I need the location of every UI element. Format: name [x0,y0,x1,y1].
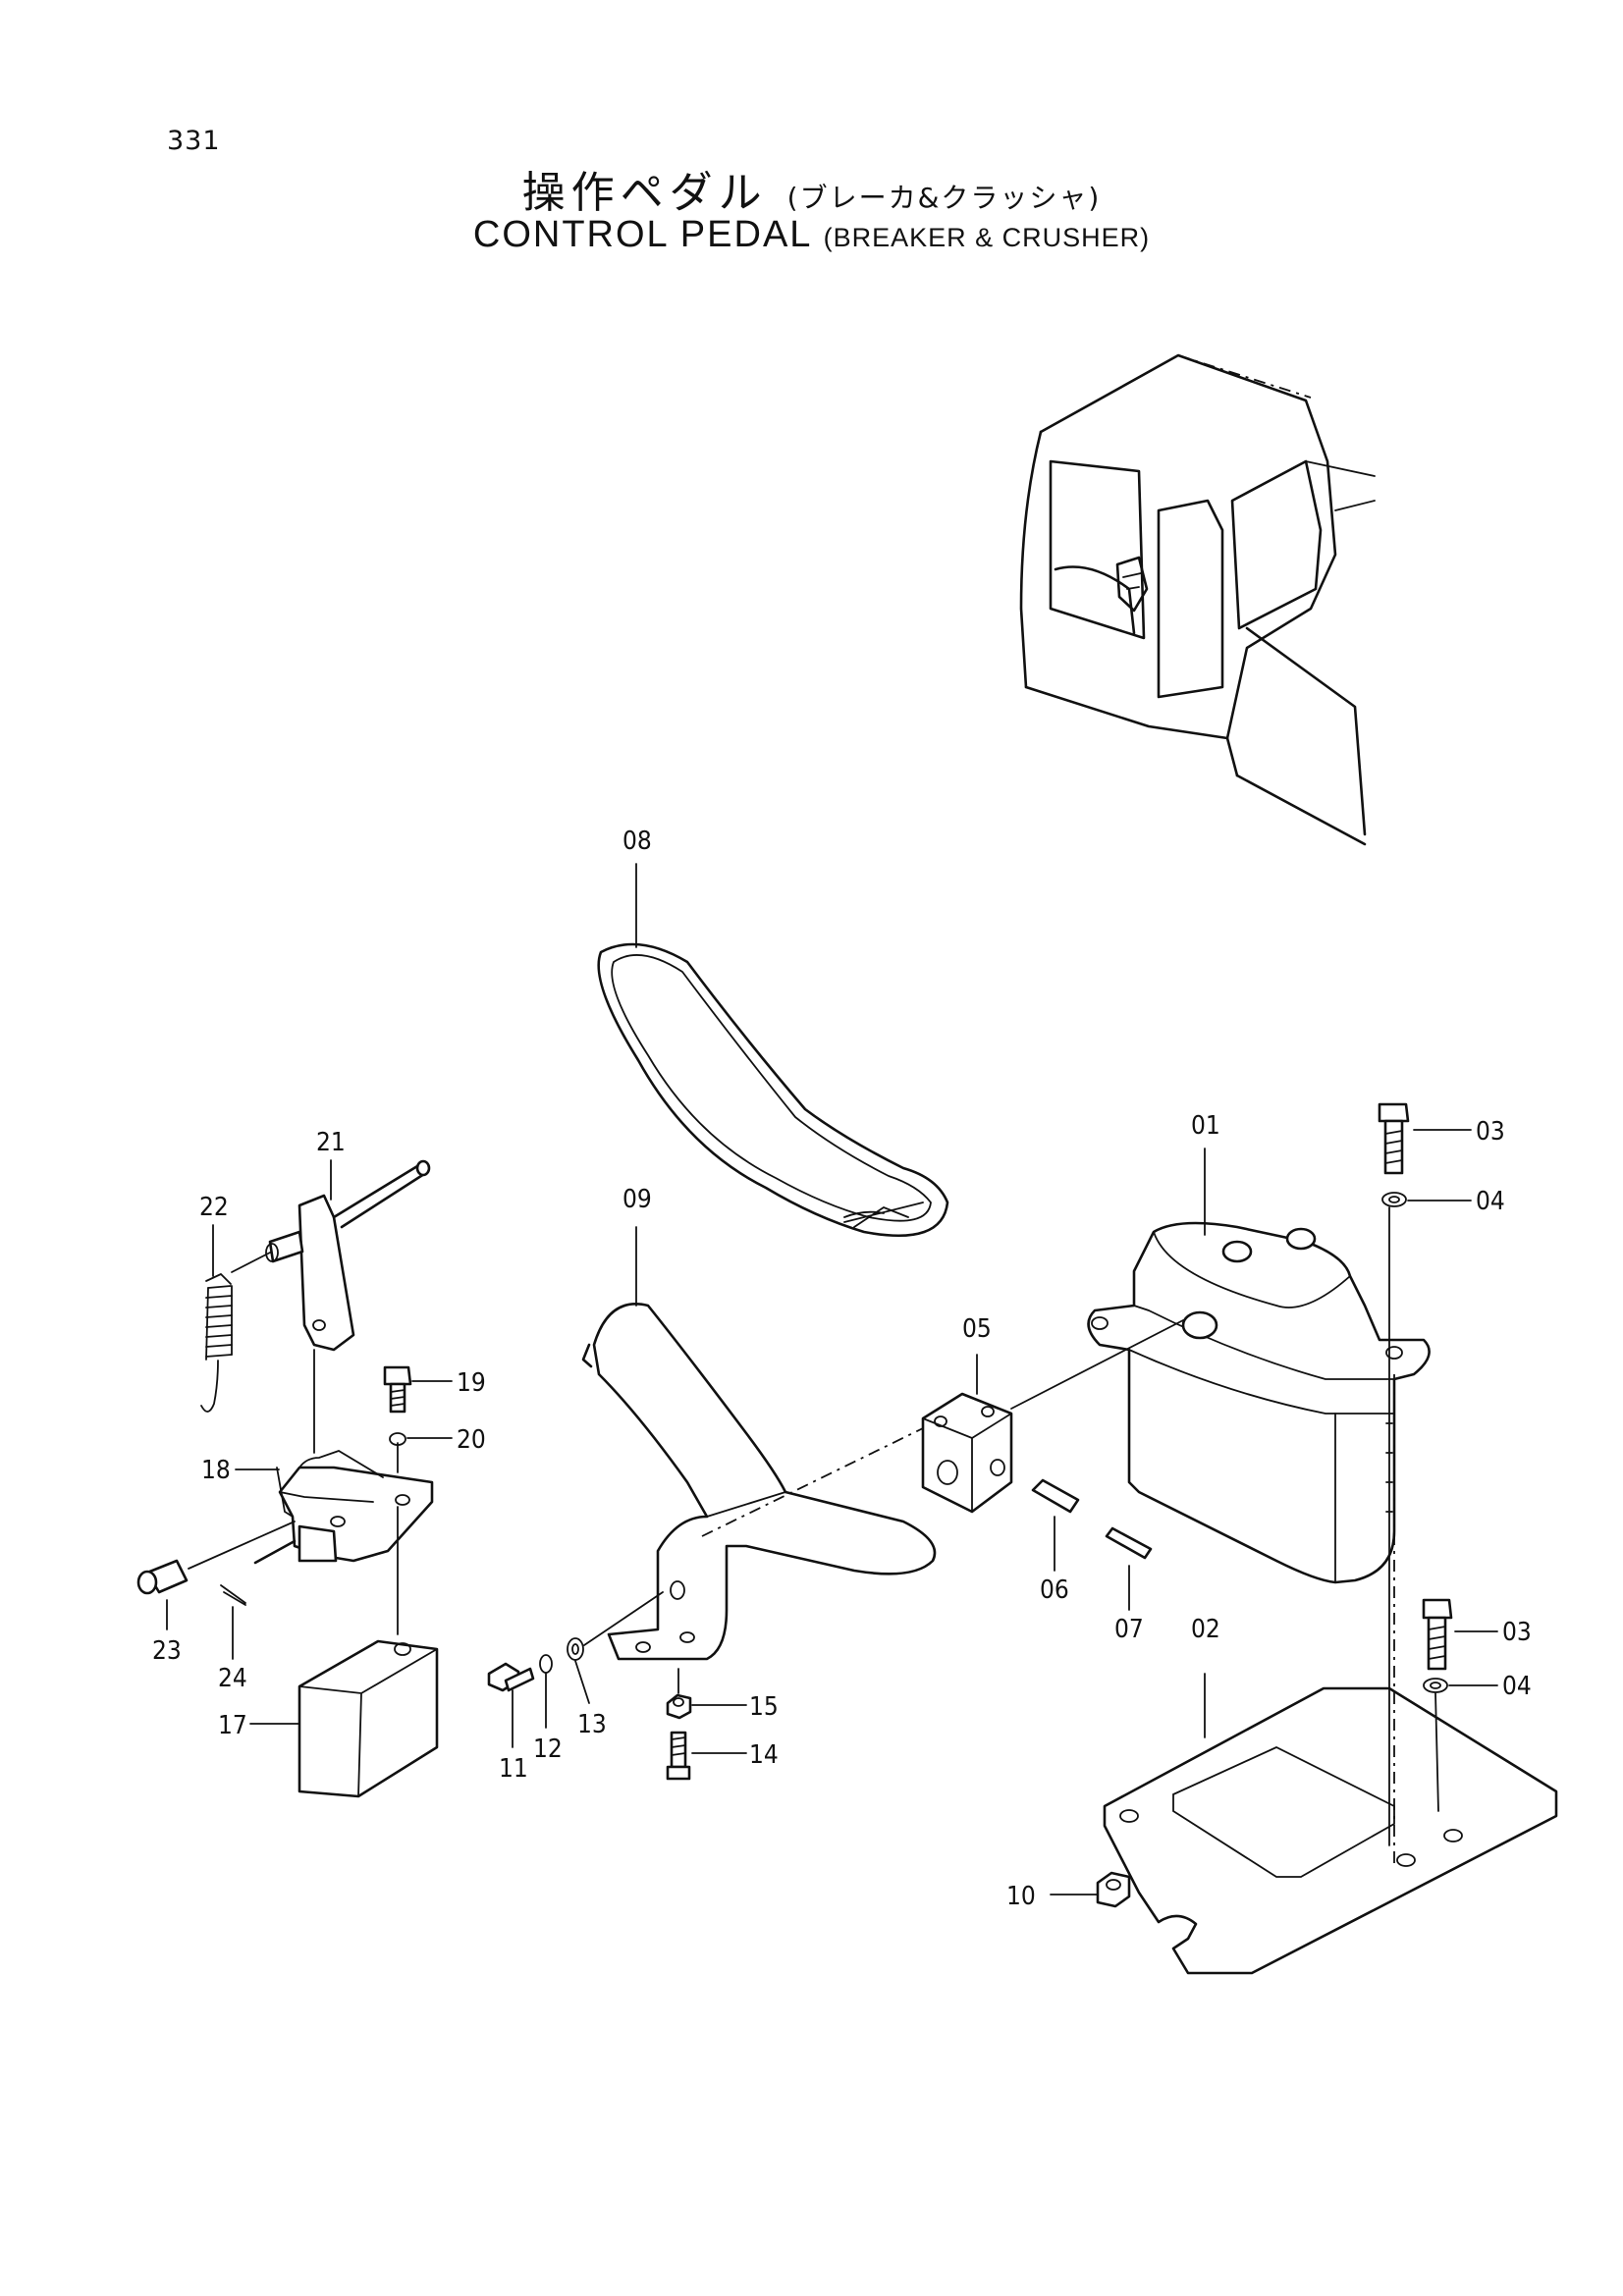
label-07: 07 [1114,1615,1144,1644]
part-17-block [298,1639,439,1798]
label-18: 18 [201,1456,231,1485]
part-11-bolt [487,1662,535,1692]
part-07-pin [1105,1526,1153,1560]
part-15-nut [666,1693,692,1720]
cab-location-view [1019,353,1376,846]
part-09-pedal-bracket [581,1303,937,1661]
part-04-washer-lower [1423,1678,1448,1693]
leader-lines [166,863,1498,1896]
label-01: 01 [1191,1111,1220,1141]
part-18-bracket [253,1450,434,1565]
label-06: 06 [1040,1575,1069,1605]
label-05: 05 [962,1314,992,1344]
part-13-washer [567,1637,584,1661]
label-02: 02 [1191,1615,1220,1644]
part-21-lever [265,1159,431,1352]
part-03-bolt-upper [1378,1102,1410,1175]
part-06-pin [1031,1478,1080,1514]
label-03-upper: 03 [1476,1117,1505,1147]
assembly-centerlines [188,1206,1439,1865]
part-12-washer [539,1654,553,1674]
label-20: 20 [457,1425,486,1455]
label-19: 19 [457,1368,486,1398]
label-08: 08 [622,827,652,856]
label-12: 12 [533,1735,563,1764]
label-10: 10 [1006,1882,1036,1911]
part-08-pedal-pad [597,942,949,1238]
label-14: 14 [749,1740,779,1770]
title-japanese-sub: (ブレーカ&クラッシャ) [786,182,1102,214]
page-number: 331 [167,126,221,156]
label-17: 17 [218,1711,247,1740]
label-11: 11 [499,1754,528,1784]
label-13: 13 [577,1710,607,1739]
part-02-plate [1103,1686,1558,1975]
label-04-upper: 04 [1476,1187,1505,1216]
part-labels: 01 02 03 03 04 04 05 06 07 08 09 10 11 1… [152,827,1532,1911]
title-japanese: 操作ペダル (ブレーカ&クラッシャ) [0,157,1623,220]
part-19-bolt [383,1365,412,1414]
part-24-cotter [220,1584,246,1606]
label-03-lower: 03 [1502,1618,1532,1647]
title-english-sub: (BREAKER & CRUSHER) [823,223,1151,252]
label-21: 21 [316,1128,346,1157]
part-05-block [921,1392,1013,1514]
part-23-pin [136,1559,189,1595]
part-04-washer-upper [1381,1192,1407,1207]
label-22: 22 [199,1193,229,1222]
part-03-bolt-lower [1422,1598,1453,1671]
label-24: 24 [218,1664,247,1693]
part-14-bolt [666,1731,691,1781]
title-english-main: CONTROL PEDAL [472,214,812,255]
title-japanese-main: 操作ペダル [521,168,768,218]
part-22-spring [200,1273,233,1413]
part-01-valve [1087,1221,1431,1584]
label-23: 23 [152,1636,182,1666]
part-10-nut [1096,1871,1131,1908]
label-09: 09 [622,1185,652,1214]
title-english: CONTROL PEDAL (BREAKER & CRUSHER) [0,214,1623,256]
label-04-lower: 04 [1502,1672,1532,1701]
label-15: 15 [749,1692,779,1722]
